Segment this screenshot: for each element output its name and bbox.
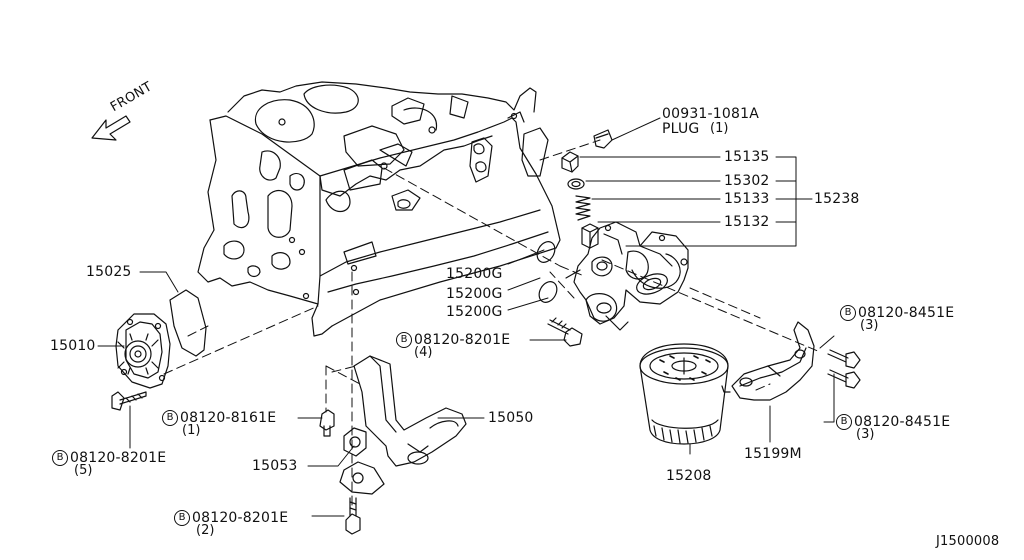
bracket-bolt bbox=[548, 318, 582, 346]
callout-15135: 15135 bbox=[724, 149, 770, 165]
oil-pump bbox=[116, 314, 170, 388]
callout-15200g-b: 15200G bbox=[446, 286, 503, 302]
callout-bolt-8161e: 08120-8161E bbox=[180, 410, 277, 426]
callout-bolt-8201e-5-qty: (5) bbox=[74, 463, 93, 478]
callout-bolt-8201e-4-qty: (4) bbox=[414, 345, 433, 360]
bolt-mark: B bbox=[396, 332, 412, 348]
pump-gasket bbox=[170, 290, 206, 356]
strainer-bolt-lower bbox=[346, 498, 360, 534]
diagram-id: J1500008 bbox=[936, 534, 1000, 549]
oil-filter bbox=[640, 344, 728, 444]
strainer-flange bbox=[340, 462, 384, 494]
callout-bolt-8451e-lower-qty: (3) bbox=[856, 427, 875, 442]
spring bbox=[576, 196, 590, 220]
strainer-bolt-upper bbox=[320, 410, 334, 436]
bolt-mark: B bbox=[52, 450, 68, 466]
washer bbox=[568, 179, 584, 189]
oil-strainer bbox=[354, 356, 466, 466]
callout-bolt-8451e-upper-qty: (3) bbox=[860, 318, 879, 333]
callout-15302: 15302 bbox=[724, 173, 770, 189]
callout-15238: 15238 bbox=[814, 191, 860, 207]
bolt-mark: B bbox=[162, 410, 178, 426]
callout-15025: 15025 bbox=[86, 264, 132, 280]
callout-bolt-8451e-upper: 08120-8451E bbox=[858, 305, 955, 321]
front-arrow-icon bbox=[92, 116, 130, 140]
plug bbox=[594, 130, 612, 148]
callout-15200g-c: 15200G bbox=[446, 304, 503, 320]
heat-shield bbox=[722, 322, 814, 400]
shield-bolt-lower bbox=[828, 370, 860, 388]
callout-15200g-a: 15200G bbox=[446, 266, 503, 282]
callout-bolt-8201e-4: 08120-8201E bbox=[414, 332, 511, 348]
callout-plug-qty: (1) bbox=[710, 121, 729, 136]
leader-lines bbox=[98, 118, 834, 516]
alignment-lines bbox=[164, 140, 820, 508]
callout-15010: 15010 bbox=[50, 338, 96, 354]
shield-bolt-upper bbox=[828, 350, 860, 368]
callout-plug-name: PLUG bbox=[662, 121, 700, 137]
bolt-mark: B bbox=[836, 414, 852, 430]
callout-15208: 15208 bbox=[666, 468, 712, 484]
callout-bolt-8201e-2: 08120-8201E bbox=[192, 510, 289, 526]
callout-bolt-8161e-qty: (1) bbox=[182, 423, 201, 438]
bolt-mark: B bbox=[840, 305, 856, 321]
pump-bolt bbox=[112, 392, 146, 410]
callout-15050: 15050 bbox=[488, 410, 534, 426]
callout-bolt-8201e-2-qty: (2) bbox=[196, 523, 215, 538]
callout-15199m: 15199M bbox=[744, 446, 802, 462]
callout-bolt-8451e-lower: 08120-8451E bbox=[854, 414, 951, 430]
bolt-mark: B bbox=[174, 510, 190, 526]
strainer-gasket bbox=[344, 428, 366, 456]
callout-bolt-8201e-5: 08120-8201E bbox=[70, 450, 167, 466]
callout-15132: 15132 bbox=[724, 214, 770, 230]
relief-valve-cap bbox=[562, 152, 578, 172]
callout-plug-part: 00931-1081A bbox=[662, 106, 759, 122]
callout-15133: 15133 bbox=[724, 191, 770, 207]
engine-block bbox=[198, 82, 560, 336]
callout-15053: 15053 bbox=[252, 458, 298, 474]
gasket-ring bbox=[534, 238, 559, 265]
filter-bracket bbox=[574, 222, 688, 330]
